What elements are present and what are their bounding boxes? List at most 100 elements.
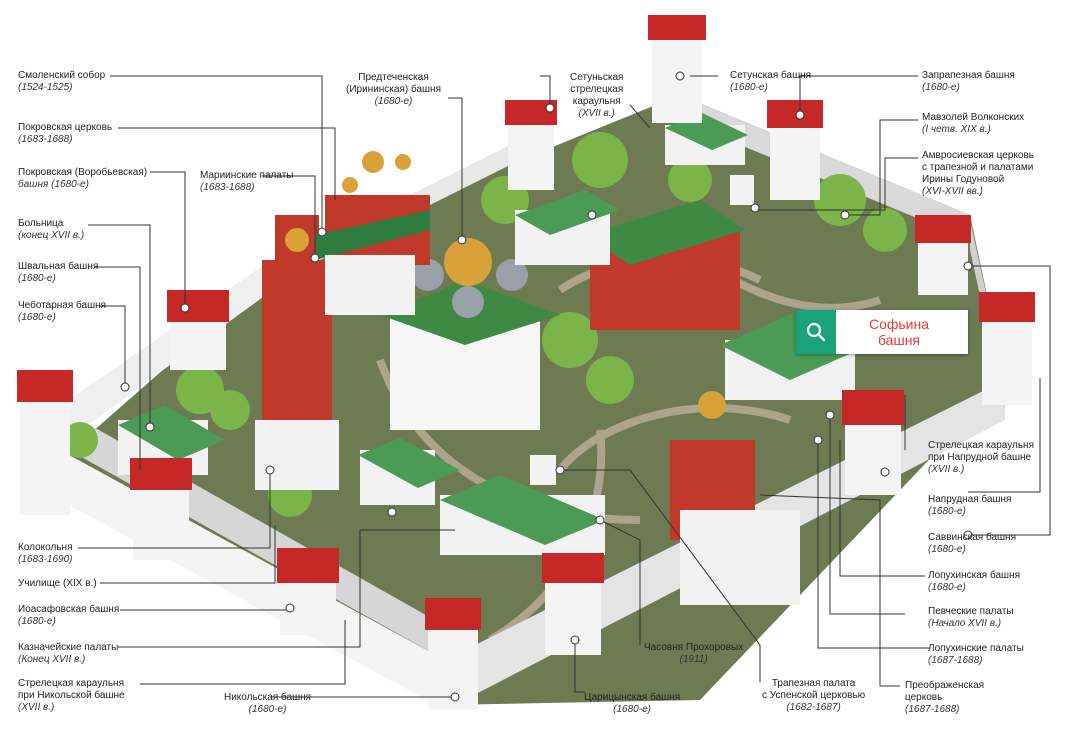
label-date: (XVII в.)	[928, 464, 965, 475]
label-date: (1687-1688)	[905, 704, 960, 715]
label-date: (1687-1688)	[928, 655, 983, 666]
label-name: Часовня Прохоровых	[644, 642, 744, 653]
label-date: (1680-е)	[730, 82, 768, 93]
label-name: Мавзолей Волконских	[922, 112, 1025, 123]
wall-back-right	[680, 95, 970, 240]
search-text-line: Софьина	[868, 316, 930, 332]
label-line: Стрелецкая караульня	[928, 440, 1034, 451]
label-name: Напрудная башня	[928, 494, 1012, 505]
label-nikolskaya-tower: Никольская башня(1680-е)	[224, 692, 311, 716]
label-name: Лопухинская башня	[928, 570, 1021, 581]
label-date: (Конец XVII в.)	[18, 654, 86, 665]
marker-dots	[120, 71, 973, 702]
label-name: Лопухинские палаты	[928, 643, 1024, 654]
label-date: (1683-1688)	[18, 134, 73, 145]
trees	[62, 132, 907, 517]
label-date: (1680-е)	[18, 312, 56, 323]
label-pokrovskaya-tower: Покровская (Воробьевская)башня (1680-е)	[18, 167, 147, 191]
label-line: Ирины Годуновой	[922, 174, 1005, 185]
search-text-line: башня	[877, 332, 921, 348]
search-overlay[interactable]: Софьина башня	[796, 310, 968, 354]
label-smolensky-cathedral: Смоленский собор(1524-1525)	[18, 70, 105, 94]
label-line: с Успенской церковью	[762, 690, 866, 701]
label-chebotarnaya-tower: Чеботарная башня(1680-е)	[18, 300, 106, 324]
label-line: с трапезной и палатами	[922, 162, 1034, 173]
label-name: Саввинская башня	[928, 532, 1016, 543]
label-line: Амвросиевская церковь	[922, 150, 1034, 161]
label-line: Сетуньская	[570, 72, 624, 83]
label-line: церковь	[905, 692, 943, 703]
buildings	[118, 112, 870, 605]
label-shvalnaya-tower: Швальная башня(1680-е)	[18, 261, 98, 285]
label-lopukhinskaya-tower: Лопухинская башня(1680-е)	[928, 570, 1020, 594]
label-date: (1680-е)	[928, 544, 966, 555]
label-date: (1680-е)	[18, 616, 56, 627]
label-savvinskaya-tower: Саввинская башня(1680-е)	[928, 532, 1016, 556]
label-date: (1680-е)	[922, 82, 960, 93]
label-setunskaya-tower: Сетунская башня(1680-е)	[730, 70, 811, 94]
label-mariinskie: Мариинские палаты(1683-1688)	[200, 170, 293, 194]
label-line: при Никольской башне	[18, 690, 125, 701]
label-date: (1680-е)	[248, 704, 287, 715]
search-icon	[806, 322, 826, 342]
label-date: (1680-е)	[928, 582, 966, 593]
leader-lines	[78, 75, 1051, 698]
label-naprudnaya-tower: Напрудная башня(1680-е)	[928, 494, 1011, 518]
label-line: Предтеченская	[358, 72, 429, 83]
label-date: (I четв. XIX в.)	[922, 124, 991, 135]
label-bolnitsa: Больница(конец XVII в.)	[18, 218, 84, 242]
label-name: Запрапезная башня	[922, 70, 1015, 81]
label-predtechenskaya-tower: Предтеченская(Ирининская) башня(1680-е)	[346, 72, 441, 108]
label-name: Покровская церковь	[18, 122, 113, 133]
towers	[17, 15, 1035, 710]
label-line: Стрелецкая караульня	[18, 678, 124, 689]
label-line: при Напрудной башне	[928, 452, 1032, 463]
label-name: Больница	[18, 218, 64, 229]
label-name: Мариинские палаты	[200, 170, 294, 181]
label-name: Швальная башня	[18, 261, 99, 272]
label-line: караульня	[572, 96, 621, 107]
label-date: (XVII в.)	[18, 702, 55, 713]
label-line: Трапезная палата	[771, 678, 856, 689]
label-name: Никольская башня	[224, 692, 312, 703]
search-result-text[interactable]: Софьина башня	[836, 316, 968, 348]
label-date: (1524-1525)	[18, 82, 73, 93]
label-mavzoley: Мавзолей Волконских(I четв. XIX в.)	[922, 112, 1024, 136]
label-pevcheskie: Певческие палаты(Начало XVII в.)	[928, 606, 1014, 630]
label-chasovnya: Часовня Прохоровых(1911)	[644, 642, 743, 666]
label-date: (1680-е)	[928, 506, 966, 517]
label-line: (Ирининская) башня	[346, 84, 441, 95]
label-date: башня (1680-е)	[18, 179, 89, 190]
label-name: Певческие палаты	[928, 606, 1014, 617]
label-date: (1680-е)	[613, 704, 651, 715]
label-kaznacheyskie: Казначейские палаты(Конец XVII в.)	[18, 642, 118, 666]
label-name: Чеботарная башня	[18, 300, 107, 311]
label-line: стрелецкая	[570, 84, 624, 95]
label-date: (1680-е)	[18, 273, 56, 284]
label-date: (конец XVII в.)	[18, 230, 85, 241]
label-kolokolnya: Колокольня(1683-1690)	[18, 542, 73, 566]
label-name: Сетунская башня	[730, 70, 812, 81]
label-name: Царицынская башня	[584, 692, 681, 703]
label-lopukhinskie-palaty: Лопухинские палаты(1687-1688)	[928, 643, 1024, 667]
label-name: Смоленский собор	[18, 70, 106, 81]
label-date: (1683-1690)	[18, 554, 73, 565]
label-date: (1682-1687)	[786, 702, 841, 713]
label-uchilishche: Училище (XIX в.)	[18, 578, 97, 590]
label-date: (1911)	[679, 654, 708, 665]
label-name: Колокольня	[18, 542, 73, 553]
label-date: (1680-е)	[374, 96, 413, 107]
label-line: Преображенская	[905, 680, 985, 691]
label-zapreznaya-tower: Запрапезная башня(1680-е)	[922, 70, 1015, 94]
label-name: Казначейские палаты	[18, 642, 119, 653]
label-date: (1683-1688)	[200, 182, 255, 193]
search-button[interactable]	[796, 310, 836, 354]
label-ioasafovskaya-tower: Иоасафовская башня(1680-е)	[18, 604, 119, 628]
